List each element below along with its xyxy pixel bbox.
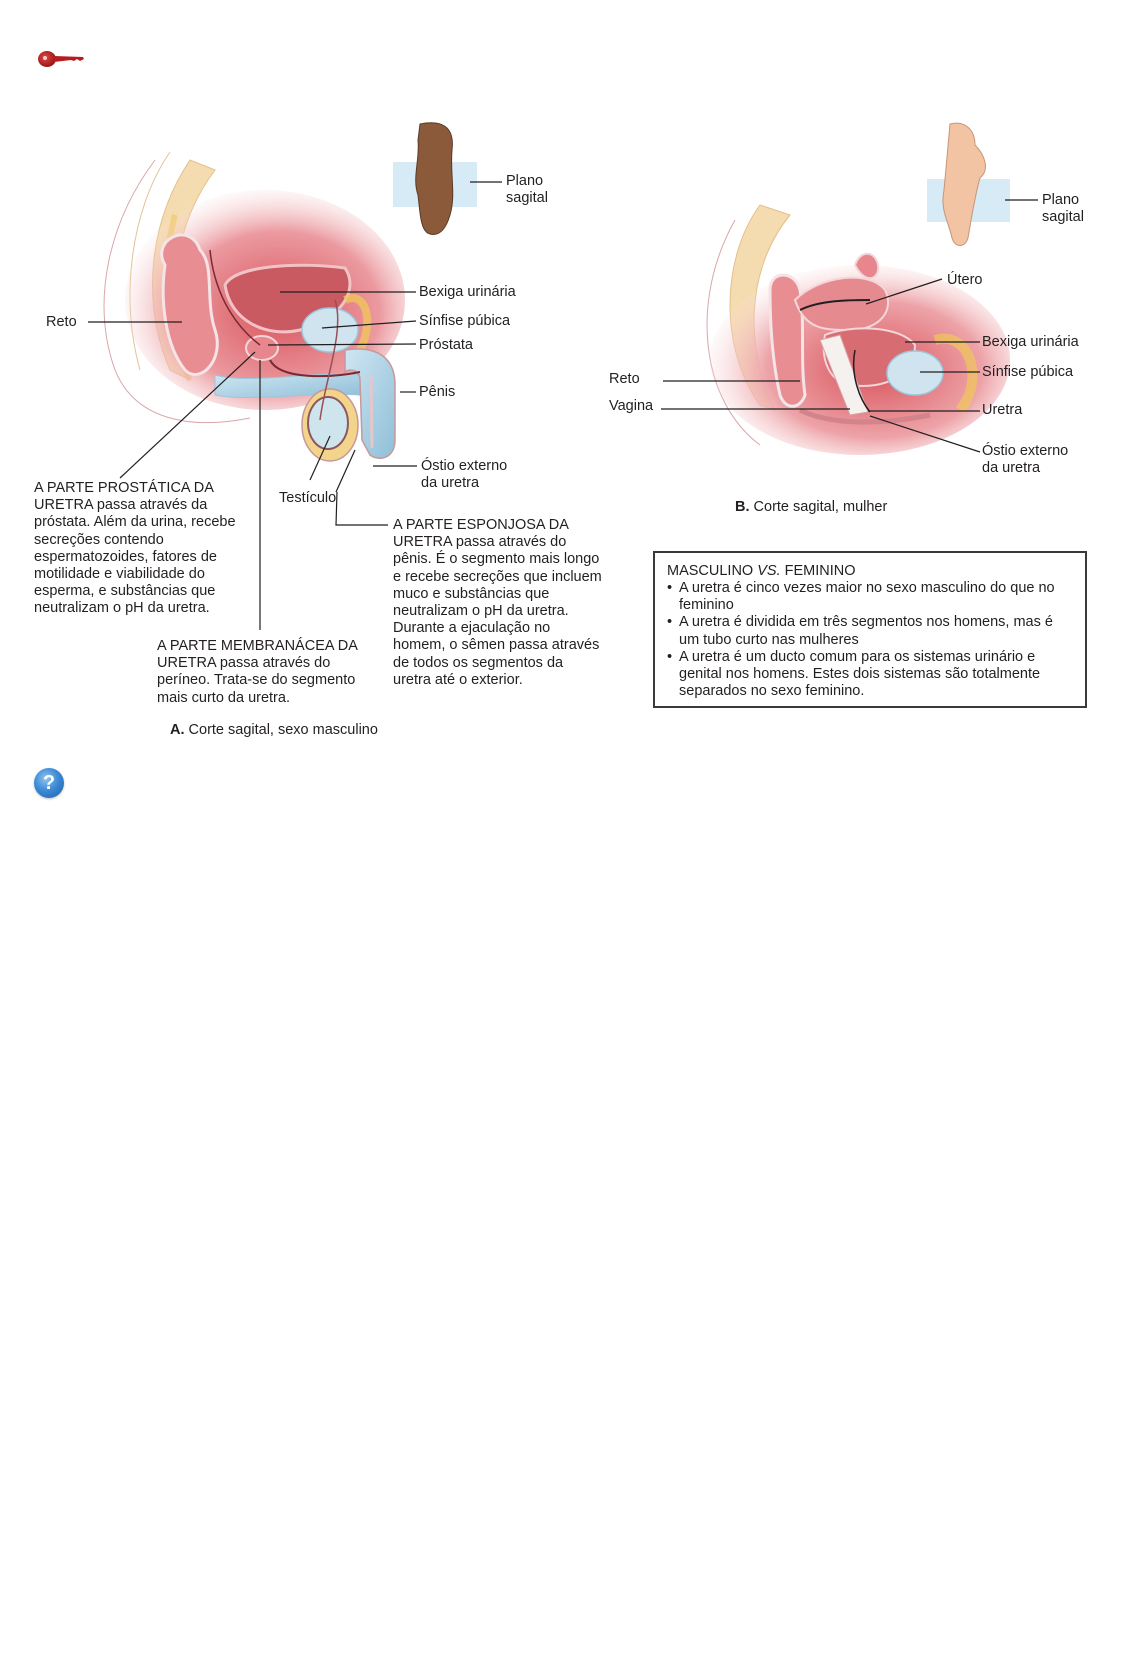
key-icon-graphic: [38, 51, 84, 67]
title-vs: VS.: [757, 563, 781, 579]
label-ostio-externo-b: Óstio externo da uretra: [982, 443, 1068, 477]
caption-text: Corte sagital, mulher: [753, 499, 888, 515]
question-mark-glyph: ?: [42, 772, 56, 794]
label-line: da uretra: [982, 460, 1041, 476]
label-sinfise-pubica-a: Sínfise púbica: [419, 313, 511, 329]
label-bexiga-urinaria-b: Bexiga urinária: [982, 334, 1079, 350]
comparison-list: A uretra é cinco vezes maior no sexo mas…: [667, 580, 1075, 700]
comparison-box: MASCULINO VS. FEMININO A uretra é cinco …: [653, 551, 1087, 708]
comparison-item: A uretra é cinco vezes maior no sexo mas…: [667, 580, 1075, 614]
label-uretra: Uretra: [982, 402, 1023, 418]
label-bexiga-urinaria-a: Bexiga urinária: [419, 284, 516, 300]
caption-figure-a: A. Corte sagital, sexo masculino: [170, 722, 378, 738]
label-plano-sagital-b: Plano sagital: [1042, 192, 1084, 226]
label-sinfise-pubica-b: Sínfise púbica: [982, 364, 1074, 380]
comparison-item: A uretra é dividida em três segmentos no…: [667, 614, 1075, 648]
label-prostata: Próstata: [419, 337, 473, 353]
help-icon[interactable]: ?: [34, 768, 64, 798]
label-ostio-externo-a: Óstio externo da uretra: [421, 458, 507, 492]
label-line: Óstio externo: [421, 458, 508, 474]
key-icon[interactable]: [36, 46, 88, 70]
male-sagittal-section-illustration: [88, 122, 502, 630]
caption-letter: B.: [735, 499, 750, 515]
note-body: passa através do pênis. É o segmento mai…: [393, 534, 602, 688]
comparison-box-title: MASCULINO VS. FEMININO: [667, 563, 1075, 580]
note-parte-membranacea: A PARTE MEMBRANÁCEA DA URETRA passa atra…: [157, 638, 372, 707]
caption-text: Corte sagital, sexo masculino: [188, 722, 378, 738]
comparison-item: A uretra é um ducto comum para os sistem…: [667, 649, 1075, 701]
caption-letter: A.: [170, 722, 185, 738]
title-part: FEMININO: [780, 563, 856, 579]
note-parte-esponjosa: A PARTE ESPONJOSA DA URETRA passa atravé…: [393, 517, 603, 689]
note-heading: A PARTE PROSTÁTICA DA URETRA: [34, 480, 214, 514]
label-reto-a: Reto: [46, 314, 77, 330]
note-body: passa através da próstata. Além da urina…: [34, 497, 236, 617]
label-line: Plano: [1042, 192, 1080, 208]
title-part: MASCULINO: [667, 563, 758, 579]
note-body: passa através do períneo. Trata-se do se…: [157, 655, 356, 706]
note-heading: A PARTE MEMBRANÁCEA DA URETRA: [157, 638, 358, 672]
label-vagina: Vagina: [609, 398, 654, 414]
label-line: Plano: [506, 173, 544, 189]
label-testiculo: Testículo: [279, 490, 337, 506]
label-line: sagital: [1042, 209, 1084, 225]
label-line: sagital: [506, 190, 548, 206]
label-line: Óstio externo: [982, 443, 1069, 459]
label-line: da uretra: [421, 475, 480, 491]
label-penis: Pênis: [419, 384, 456, 400]
caption-figure-b: B. Corte sagital, mulher: [735, 499, 887, 515]
female-sagittal-section-illustration: [661, 122, 1038, 455]
label-utero: Útero: [947, 272, 983, 288]
label-reto-b: Reto: [609, 371, 640, 387]
note-parte-prostatica: A PARTE PROSTÁTICA DA URETRA passa atrav…: [34, 480, 249, 618]
note-heading: A PARTE ESPONJOSA DA URETRA: [393, 517, 569, 551]
label-plano-sagital-a: Plano sagital: [506, 173, 548, 207]
